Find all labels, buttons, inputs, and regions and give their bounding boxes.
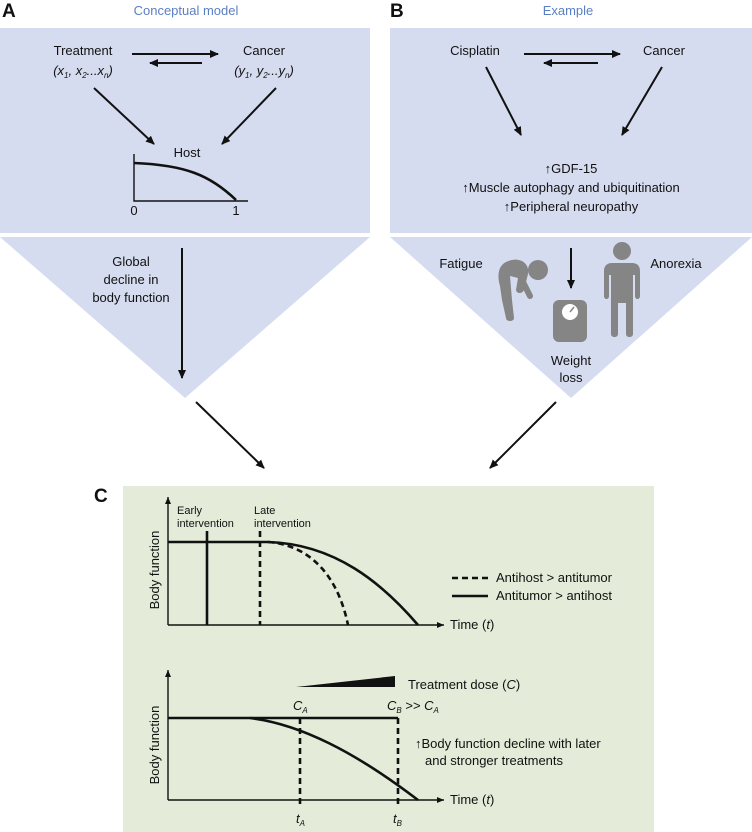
late-label-2: intervention <box>254 518 311 530</box>
treatment-vars: (x1, x2...xn) <box>53 63 113 80</box>
effect-neuropathy: ↑Peripheral neuropathy <box>504 199 639 214</box>
panel-a-box <box>0 28 370 233</box>
note-line-2: and stronger treatments <box>425 753 564 768</box>
host-label: Host <box>174 145 201 160</box>
panel-c-letter: C <box>94 486 108 507</box>
ca-label: CA <box>293 698 308 715</box>
panel-a-triangle <box>0 237 370 398</box>
host-x-0: 0 <box>130 203 137 218</box>
weight-loss-line-1: Weight <box>551 353 592 368</box>
anorexia-label: Anorexia <box>650 256 702 271</box>
panel-b-title: Example <box>543 3 594 18</box>
late-label-1: Late <box>254 505 275 517</box>
host-axes <box>133 154 248 202</box>
arrow-cancer-to-host-b <box>621 66 663 136</box>
panel-c-box <box>123 486 654 832</box>
top-x-label: Time (t) <box>450 617 494 632</box>
decline-line-3: body function <box>92 290 169 305</box>
early-label-2: intervention <box>177 518 234 530</box>
panel-a-letter: A <box>2 1 16 22</box>
dose-wedge <box>296 676 395 687</box>
legend-antitumor: Antitumor > antihost <box>496 588 612 603</box>
fatigue-label: Fatigue <box>439 256 482 271</box>
bottom-x-label: Time (t) <box>450 792 494 807</box>
panel-b: B Example Cisplatin Cancer ↑GDF-15 ↑Musc… <box>390 1 752 398</box>
panel-b-letter: B <box>390 1 404 22</box>
bottom-decline-curve <box>249 716 419 802</box>
cisplatin-label: Cisplatin <box>450 43 500 58</box>
top-y-label: Body function <box>147 531 162 610</box>
treatment-label: Treatment <box>54 43 113 58</box>
arrow-b-to-c <box>489 401 557 469</box>
fatigue-person-icon <box>498 259 548 321</box>
host-curve <box>133 161 237 201</box>
dose-label: Treatment dose (C) <box>408 677 520 692</box>
curve-antihost <box>267 540 350 626</box>
top-plot: Body function Time (t) Early interventio… <box>147 497 613 632</box>
cb-label: CB >> CA <box>387 698 439 715</box>
cancer-label-a: Cancer <box>243 43 286 58</box>
note-line-1: ↑Body function decline with later <box>415 736 601 751</box>
cancer-vars: (y1, y2...yn) <box>234 63 294 80</box>
early-label-1: Early <box>177 505 203 517</box>
bottom-y-label: Body function <box>147 706 162 785</box>
panel-c: C Body function Time (t) Early intervent… <box>94 486 654 832</box>
decline-line-1: Global <box>112 254 150 269</box>
legend-antihost: Antihost > antitumor <box>496 570 613 585</box>
arrow-a-to-c <box>195 401 265 469</box>
bottom-plot: Treatment dose (C) Body function Time (t… <box>147 670 601 828</box>
panel-a: A Conceptual model Treatment (x1, x2...x… <box>0 1 370 398</box>
ta-label: tA <box>296 811 305 828</box>
arrow-treatment-to-host <box>93 87 155 145</box>
panel-a-title: Conceptual model <box>134 3 239 18</box>
cancer-label-b: Cancer <box>643 43 686 58</box>
anorexia-person-icon <box>604 242 640 337</box>
effect-autophagy: ↑Muscle autophagy and ubiquitination <box>462 180 680 195</box>
scale-icon <box>553 300 587 342</box>
arrow-cisplatin-to-host <box>485 66 522 136</box>
arrow-cancer-to-host <box>221 87 277 145</box>
tb-label: tB <box>393 811 403 828</box>
decline-line-2: decline in <box>104 272 159 287</box>
effect-gdf15: ↑GDF-15 <box>545 161 598 176</box>
weight-loss-line-2: loss <box>559 370 583 385</box>
host-x-1: 1 <box>232 203 239 218</box>
